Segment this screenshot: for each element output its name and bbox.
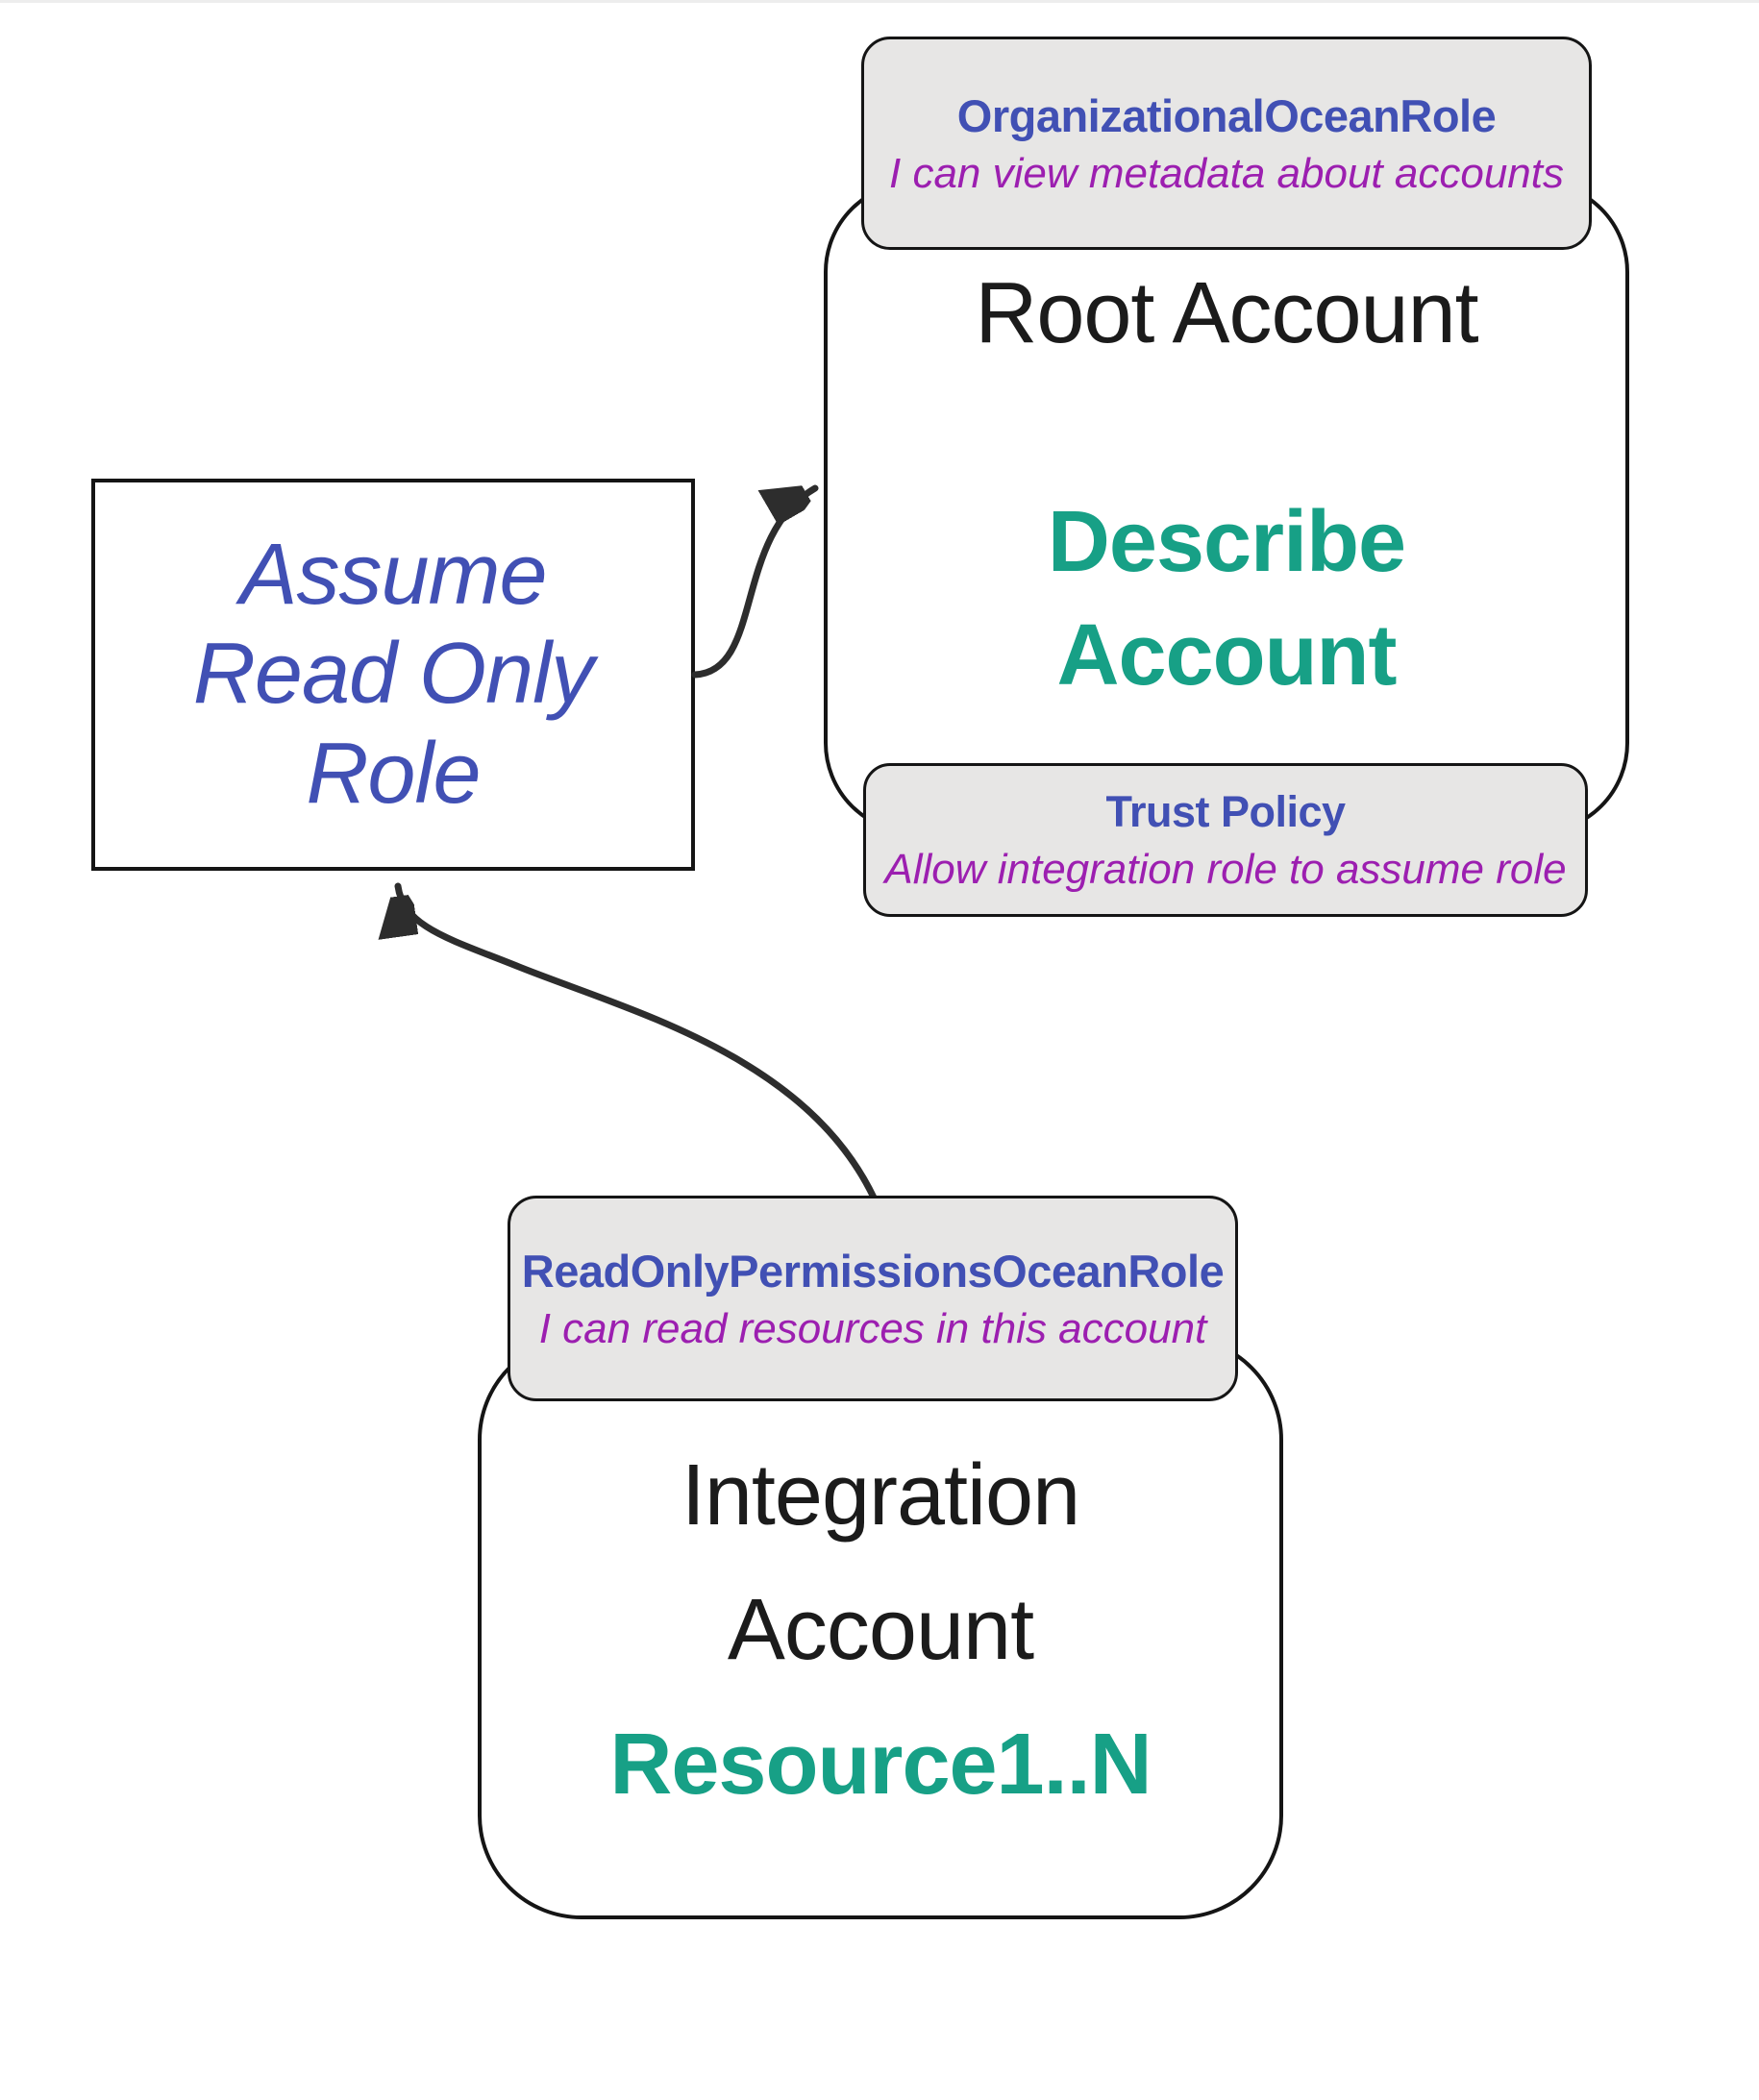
assume-role-line1: Assume — [239, 526, 547, 623]
organizational-ocean-role-description: I can view metadata about accounts — [889, 150, 1564, 198]
assume-role-line2: Read Only — [192, 626, 594, 723]
assume-role-text: Assume Read Only Role — [95, 482, 691, 867]
organizational-ocean-role-badge: OrganizationalOceanRole I can view metad… — [861, 37, 1592, 250]
organizational-ocean-role-name: OrganizationalOceanRole — [956, 89, 1497, 141]
integration-account-title-line1: Integration — [681, 1446, 1080, 1544]
readonly-permissions-role-badge: ReadOnlyPermissionsOceanRole I can read … — [508, 1196, 1238, 1401]
page-top-border — [0, 0, 1759, 3]
integration-account-title-line2: Account — [727, 1581, 1034, 1678]
trust-policy-title: Trust Policy — [1105, 787, 1346, 837]
integration-resources-label: Resource1..N — [609, 1716, 1152, 1813]
integration-account-box: Integration Account Resource1..N — [478, 1336, 1283, 1919]
readonly-permissions-role-description: I can read resources in this account — [538, 1305, 1207, 1353]
assume-role-box: Assume Read Only Role — [91, 479, 695, 871]
describe-account-line2: Account — [1056, 606, 1398, 704]
describe-account-line1: Describe — [1047, 493, 1406, 590]
arrow-assume-to-root — [691, 488, 819, 679]
trust-policy-description: Allow integration role to assume role — [884, 845, 1567, 893]
readonly-permissions-role-name: ReadOnlyPermissionsOceanRole — [521, 1245, 1225, 1297]
root-account-box: Root Account Describe Account — [824, 181, 1629, 834]
trust-policy-badge: Trust Policy Allow integration role to a… — [863, 763, 1588, 917]
arrow-integration-to-assume — [398, 882, 878, 1201]
assume-role-line3: Role — [306, 725, 481, 822]
root-account-title: Root Account — [975, 264, 1478, 361]
